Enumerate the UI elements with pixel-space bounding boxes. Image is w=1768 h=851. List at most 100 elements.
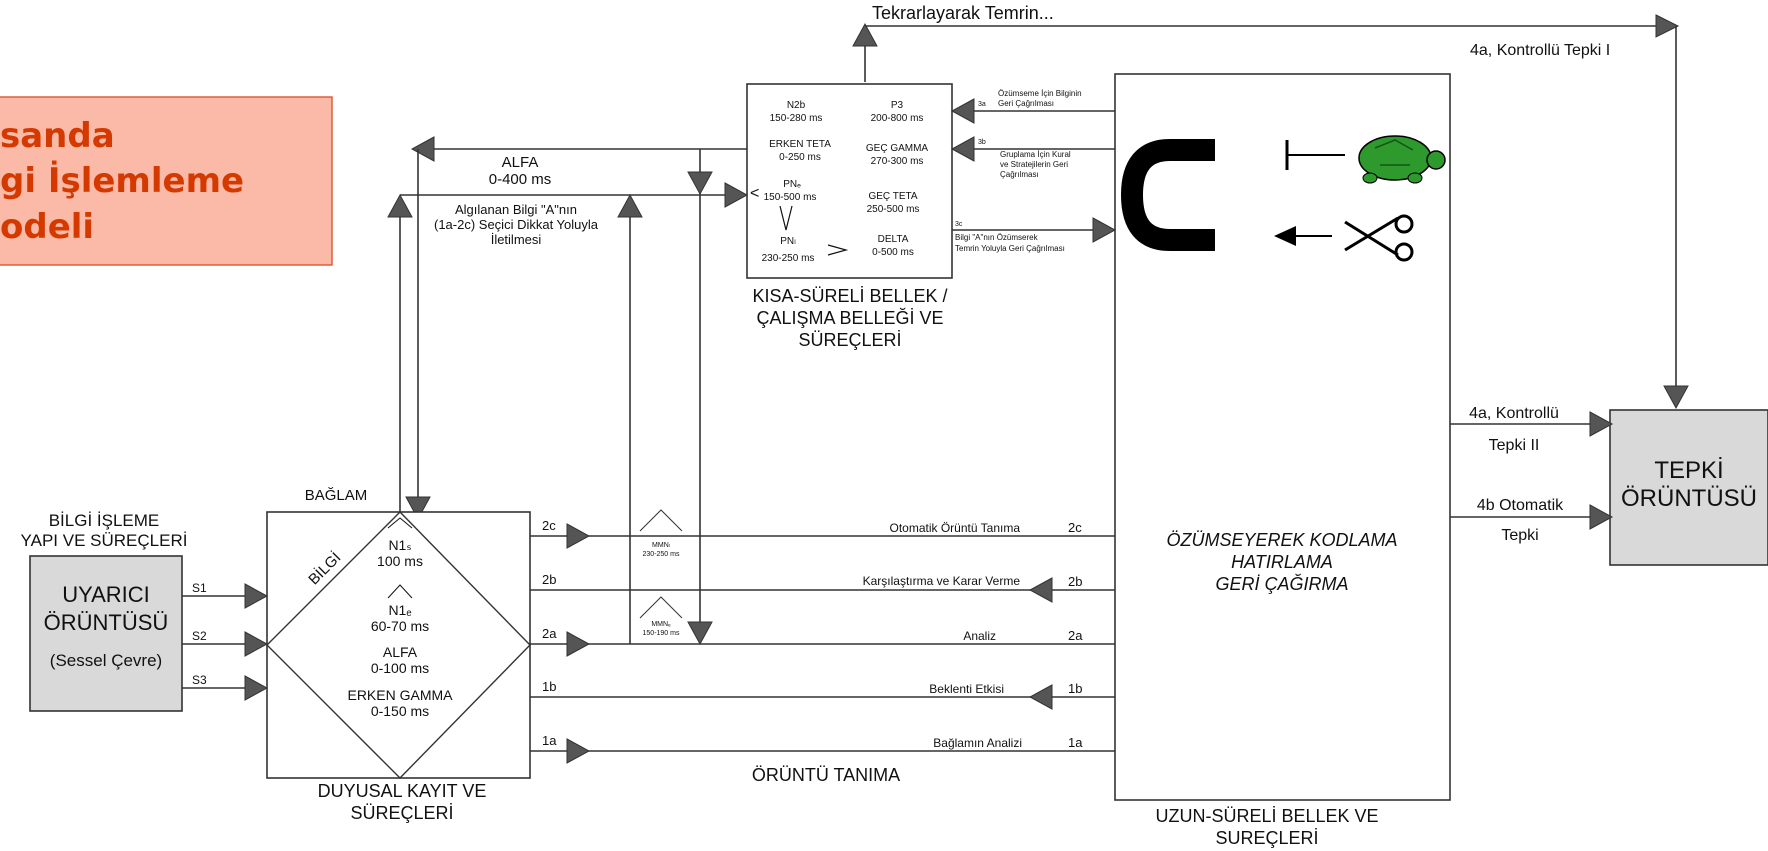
channel-1b: 1b 1b Beklenti Etkisi <box>530 679 1115 709</box>
channel-1a-tag-right: 1a <box>1068 735 1083 750</box>
channel-2a-tag-right: 2a <box>1068 628 1083 643</box>
controlled-response-2: 4a, Kontrollü Tepki II <box>1450 405 1612 454</box>
stm-label-line-3: SÜREÇLERİ <box>798 330 901 350</box>
structure-label-line-1: BİLGİ İŞLEME <box>49 511 160 530</box>
tag-3c: 3c <box>955 221 963 228</box>
diamond-n1e: N1ₑ <box>388 602 411 618</box>
stm-late-gamma: GEÇ GAMMA <box>866 143 929 154</box>
rehearsal-label: Tekrarlayarak Temrin... <box>872 3 1054 23</box>
channel-1a: 1a 1a Bağlamın Analizi <box>530 733 1115 763</box>
stimulus-pattern-box: BİLGİ İŞLEME YAPI VE SÜREÇLERİ UYARICI Ö… <box>21 511 188 711</box>
stm-pn-l: PNₗ <box>780 236 796 247</box>
channel-1b-tag-right: 1b <box>1068 681 1082 696</box>
in-3a-line-2: Geri Çağrılması <box>998 99 1054 108</box>
diamond-n1s: N1ₛ <box>388 537 411 553</box>
title-box: sanda gi İşlemleme odeli <box>0 97 332 265</box>
in-3c-line-1: Bilgi "A"nın Özümserek <box>955 233 1039 242</box>
stimulus-pattern-line-3: (Sessel Çevre) <box>50 651 162 670</box>
stm-p3: P3 <box>891 100 904 111</box>
title-line-1: sanda <box>0 116 115 156</box>
short-term-memory-box: N2b 150-280 ms P3 200-800 ms ERKEN TETA … <box>747 84 952 350</box>
title-line-2: gi İşlemleme <box>0 160 244 201</box>
stm-delta-ms: 0-500 ms <box>872 247 914 258</box>
channel-2c: 2c 2c Otomatik Örüntü Tanıma <box>530 518 1115 548</box>
stimulus-s1: S1 <box>182 581 267 608</box>
stm-pn-e-ms: 150-500 ms <box>764 192 817 203</box>
selective-attention-line-3: İletilmesi <box>491 232 542 247</box>
channel-2c-tag-right: 2c <box>1068 520 1082 535</box>
ltm-center-line-2: HATIRLAMA <box>1231 552 1333 572</box>
channel-1a-text: Bağlamın Analizi <box>933 736 1022 750</box>
sensory-label-line-2: SÜREÇLERİ <box>350 803 453 823</box>
stm-late-gamma-ms: 270-300 ms <box>871 156 924 167</box>
channel-2b: 2b 2b Karşılaştırma ve Karar Verme <box>530 572 1115 602</box>
tag-3a: 3a <box>978 101 986 108</box>
controlled-response-2-label-b: Tepki II <box>1489 437 1540 454</box>
mmn-bottom-label: MMNₑ <box>651 621 671 628</box>
stimulus-pattern-line-1: UYARICI <box>62 582 150 607</box>
ltm-label-line-1: UZUN-SÜRELİ BELLEK VE <box>1155 806 1378 826</box>
channel-2a: 2a 2a Analiz <box>530 626 1115 656</box>
retrieval-3c: 3c Bilgi "A"nın Özümserek Temrin Yoluyla… <box>952 218 1115 253</box>
channel-1a-tag-left: 1a <box>542 733 557 748</box>
svg-text:<: < <box>750 185 759 202</box>
channel-1b-tag-left: 1b <box>542 679 556 694</box>
long-term-memory-box: ÖZÜMSEYEREK KODLAMA HATIRLAMA GERİ ÇAĞIR… <box>1115 74 1450 848</box>
selective-attention-line-1: Algılanan Bilgi "A"nın <box>455 202 577 217</box>
in-3b-line-3: Çağrılması <box>1000 170 1039 179</box>
diamond-n1e-ms: 60-70 ms <box>371 618 429 634</box>
stm-n2b: N2b <box>787 100 806 111</box>
ltm-center-line-1: ÖZÜMSEYEREK KODLAMA <box>1166 530 1397 550</box>
stm-label-line-2: ÇALIŞMA BELLEĞİ VE <box>756 307 943 328</box>
mmn-top: MMNₗ 230-250 ms <box>640 510 682 558</box>
title-line-3: odeli <box>0 207 94 247</box>
channel-2b-text: Karşılaştırma ve Karar Verme <box>863 574 1021 588</box>
stm-n2b-ms: 150-280 ms <box>770 113 823 124</box>
channel-2c-text: Otomatik Örüntü Tanıma <box>890 521 1021 535</box>
stm-delta: DELTA <box>878 234 909 245</box>
automatic-response-label-b: Tepki <box>1501 527 1538 544</box>
diamond-alfa: ALFA <box>383 644 418 660</box>
in-3c-line-2: Temrin Yoluyla Geri Çağrılması <box>955 244 1065 253</box>
in-3b-line-2: ve Stratejilerin Geri <box>1000 160 1068 169</box>
channel-1b-text: Beklenti Etkisi <box>929 682 1004 696</box>
stimulus-pattern-line-2: ÖRÜNTÜSÜ <box>44 610 169 635</box>
stm-late-theta: GEÇ TETA <box>868 191 917 202</box>
diamond-alfa-ms: 0-100 ms <box>371 660 429 676</box>
diamond-n1s-ms: 100 ms <box>377 553 423 569</box>
controlled-response-2-label-a: 4a, Kontrollü <box>1469 405 1559 422</box>
automatic-response: 4b Otomatik Tepki <box>1450 497 1612 544</box>
channel-2b-tag-right: 2b <box>1068 574 1082 589</box>
ltm-label-line-2: SUREÇLERİ <box>1215 828 1318 848</box>
stm-label-line-1: KISA-SÜRELİ BELLEK / <box>752 286 947 306</box>
stimulus-s2: S2 <box>182 629 267 656</box>
channel-2a-text: Analiz <box>963 629 996 643</box>
stimulus-s3: S3 <box>182 673 267 700</box>
retrieval-3a: 3a Özümseme İçin Bilginin Geri Çağrılmas… <box>952 89 1115 123</box>
stm-pn-l-ms: 230-250 ms <box>762 253 815 264</box>
in-3b-line-1: Gruplama İçin Kural <box>1000 150 1071 159</box>
sensory-label-line-1: DUYUSAL KAYIT VE <box>318 781 487 801</box>
retrieval-3b: 3b Gruplama İçin Kural ve Stratejilerin … <box>952 137 1115 179</box>
stimulus-s2-label: S2 <box>192 629 207 643</box>
stm-pn-e: PNₑ <box>783 179 801 190</box>
mmn-bottom-ms: 150-190 ms <box>643 630 680 637</box>
stimulus-s3-label: S3 <box>192 673 207 687</box>
controlled-response-1-label: 4a, Kontrollü Tepki I <box>1470 42 1610 59</box>
stimulus-s1-label: S1 <box>192 581 207 595</box>
context-label: BAĞLAM <box>305 487 368 504</box>
diamond-early-gamma: ERKEN GAMMA <box>347 687 453 703</box>
stm-early-theta: ERKEN TETA <box>769 139 831 150</box>
channel-2b-tag-left: 2b <box>542 572 556 587</box>
mmn-top-label: MMNₗ <box>652 542 670 549</box>
channel-2a-tag-left: 2a <box>542 626 557 641</box>
alfa-top-label: ALFA <box>502 154 539 171</box>
stm-early-theta-ms: 0-250 ms <box>779 152 821 163</box>
response-pattern-line-2: ÖRÜNTÜSÜ <box>1621 485 1757 512</box>
stm-late-theta-ms: 250-500 ms <box>867 204 920 215</box>
mmn-top-ms: 230-250 ms <box>643 551 680 558</box>
automatic-response-label-a: 4b Otomatik <box>1477 497 1564 514</box>
mmn-bottom: MMNₑ 150-190 ms <box>640 597 682 637</box>
sensory-register-box: BAĞLAM BİLGİ N1ₛ 100 ms N1ₑ 60-70 ms ALF… <box>267 487 530 823</box>
alfa-top-ms: 0-400 ms <box>489 171 552 188</box>
